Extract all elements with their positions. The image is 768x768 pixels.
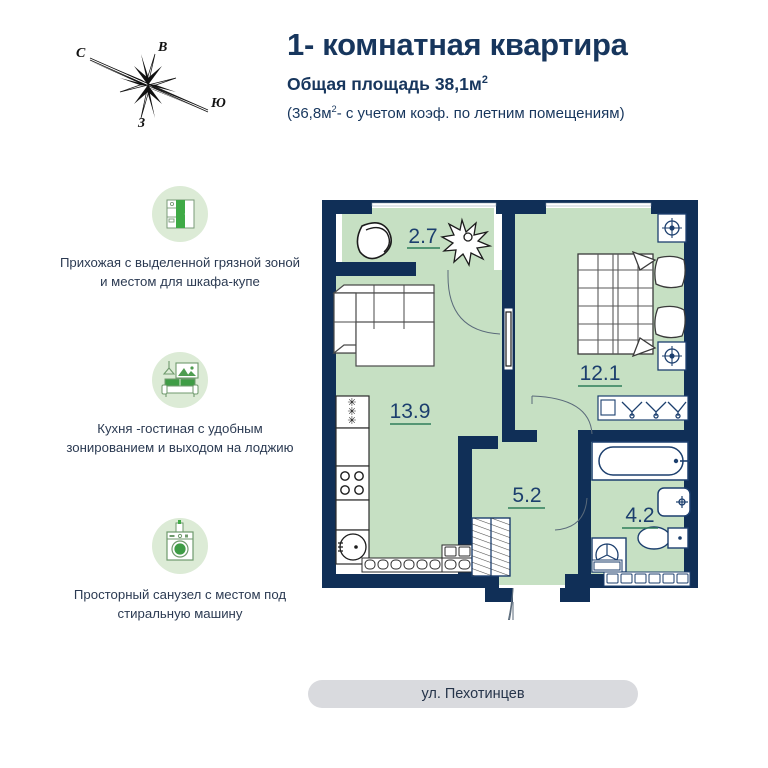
compass-graphic <box>89 53 209 119</box>
feature-item-kitchen-living: Кухня -гостиная с удобным зонированием и… <box>55 352 305 457</box>
floorplan: 2.7 ✳✳✳ <box>310 190 710 620</box>
area-note-suffix: - с учетом коэф. по летним помещениям) <box>336 105 625 123</box>
feature-text: Прихожая с выделенной грязной зоной и ме… <box>59 255 301 289</box>
room-bathroom: 4.2 <box>591 441 691 587</box>
windows <box>371 202 652 371</box>
washing-machine-icon <box>166 520 194 561</box>
room-bedroom: 12.1 <box>531 213 689 435</box>
total-area-label: Общая площадь <box>287 74 430 95</box>
total-area-unit-sup: 2 <box>481 74 488 87</box>
svg-text:✳: ✳ <box>347 405 356 418</box>
svg-text:✳: ✳ <box>347 414 356 427</box>
feature-icon-circle <box>152 518 208 574</box>
compass-label-south: Ю <box>211 96 226 111</box>
room-area-loggia: 2.7 <box>408 225 437 248</box>
room-loggia: 2.7 <box>356 217 493 267</box>
street-label: ул. Пехотинцев <box>308 680 638 708</box>
feature-text: Просторный санузел с местом под стиральн… <box>73 587 287 621</box>
feature-icon-circle <box>152 186 208 242</box>
total-area-line: Общая площадь 38,1м2 <box>287 74 747 95</box>
area-note-sup: 2 <box>331 104 337 115</box>
compass-label-north: С <box>76 46 86 61</box>
feature-item-bathroom: Просторный санузел с местом под стиральн… <box>55 518 305 623</box>
room-area-hallway: 5.2 <box>512 484 541 507</box>
feature-text: Кухня -гостиная с удобным зонированием и… <box>66 421 294 455</box>
compass-label-east: В <box>158 40 168 55</box>
sofa-icon <box>161 361 199 397</box>
room-area-kitchen-living: 13.9 <box>390 400 431 423</box>
room-area-bathroom: 4.2 <box>625 504 654 527</box>
total-area-value: 38,1м <box>434 74 482 95</box>
compass-label-west: З <box>138 116 146 131</box>
room-area-bedroom: 12.1 <box>580 362 621 385</box>
compass-rose: С В З Ю <box>68 30 228 140</box>
header: 1- комнатная квартира Общая площадь 38,1… <box>287 27 747 122</box>
feature-icon-circle <box>152 352 208 408</box>
svg-text:✳: ✳ <box>347 396 356 409</box>
page-title: 1- комнатная квартира <box>287 27 628 62</box>
floorplan-graphic: 2.7 ✳✳✳ <box>322 200 698 620</box>
room-hallway: 5.2 <box>471 484 588 620</box>
street-name: ул. Пехотинцев <box>421 686 525 702</box>
area-note: (36,8м2- с учетом коэф. по летним помеще… <box>287 104 747 122</box>
feature-item-hallway: Прихожая с выделенной грязной зоной и ме… <box>55 186 305 291</box>
wardrobe-icon <box>166 199 195 229</box>
area-note-prefix: (36,8м <box>287 105 332 123</box>
room-kitchen-living: ✳✳✳ 13.9 <box>332 270 501 573</box>
